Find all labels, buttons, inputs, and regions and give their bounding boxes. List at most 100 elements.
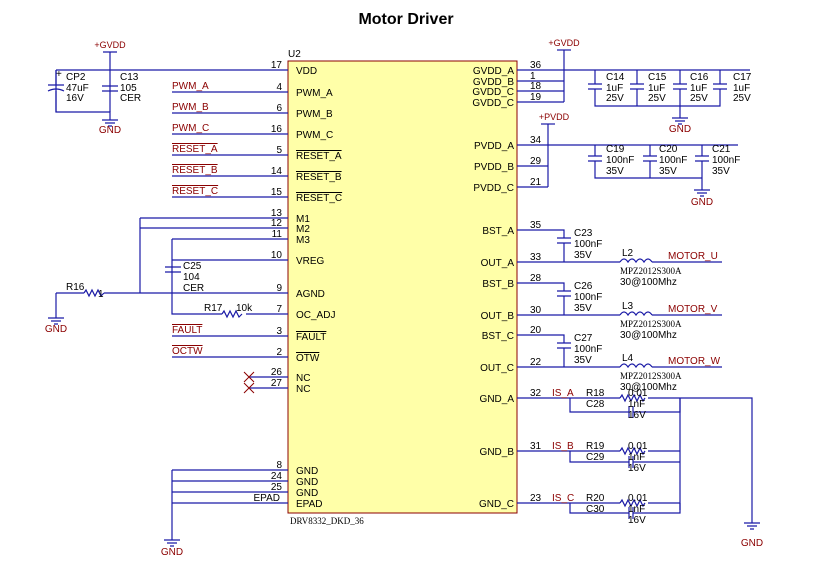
svg-text:MPZ2012S300A: MPZ2012S300A bbox=[620, 371, 682, 381]
capacitor-c16: C16 1uF 25V bbox=[690, 72, 709, 104]
capacitor-c20: C20 100nF 35V bbox=[659, 144, 687, 177]
svg-text:16V: 16V bbox=[628, 463, 646, 474]
no-connect-markers bbox=[243, 371, 288, 394]
pin-number: 10 bbox=[271, 250, 283, 261]
pin-number: 32 bbox=[530, 388, 542, 399]
svg-text:100nF: 100nF bbox=[574, 292, 602, 303]
capacitor-cp2: + CP2 47uF 16V bbox=[47, 69, 89, 112]
svg-text:L2: L2 bbox=[622, 248, 634, 259]
pin-number: 7 bbox=[276, 304, 282, 315]
pin-number: 18 bbox=[530, 81, 542, 92]
svg-text:1nF: 1nF bbox=[628, 504, 645, 515]
pin-number: EPAD bbox=[254, 493, 281, 504]
svg-text:100nF: 100nF bbox=[574, 239, 602, 250]
svg-text:1uF: 1uF bbox=[648, 83, 665, 94]
svg-text:R18: R18 bbox=[586, 388, 605, 399]
oc-adj-wiring: R17 10k bbox=[171, 293, 288, 319]
pin-number: 12 bbox=[271, 218, 283, 229]
pin-name: GND bbox=[296, 466, 318, 477]
pin-name: M1 bbox=[296, 214, 310, 225]
svg-text:100nF: 100nF bbox=[659, 155, 687, 166]
svg-text:16V: 16V bbox=[66, 93, 84, 104]
pin-name: GVDD_A bbox=[473, 66, 514, 77]
svg-text:+PVDD: +PVDD bbox=[539, 112, 570, 122]
svg-text:C16: C16 bbox=[690, 72, 709, 83]
svg-text:30@100Mhz: 30@100Mhz bbox=[620, 330, 677, 341]
svg-text:C13: C13 bbox=[120, 72, 139, 83]
gnd-bottom-right: GND bbox=[741, 522, 763, 549]
pin-number: 14 bbox=[271, 166, 283, 177]
svg-text:R16: R16 bbox=[66, 282, 85, 293]
svg-text:104: 104 bbox=[183, 272, 200, 283]
svg-text:1uF: 1uF bbox=[606, 83, 623, 94]
net-reset-c: RESET_C bbox=[172, 186, 288, 198]
pin-name: M2 bbox=[296, 224, 310, 235]
pin-name: GND_C bbox=[479, 499, 514, 510]
pin-name: BST_B bbox=[482, 279, 514, 290]
phase-b-output: C26 100nF 35V L3 MPZ2012S300A 30@100Mhz … bbox=[517, 281, 722, 341]
gvdd-rail-right: +GVDD GND bbox=[517, 38, 750, 135]
svg-text:25V: 25V bbox=[648, 93, 666, 104]
pin-number: 21 bbox=[530, 177, 542, 188]
pin-number: 13 bbox=[271, 208, 283, 219]
svg-text:IS_C: IS_C bbox=[552, 493, 574, 504]
pin-number: 29 bbox=[530, 156, 542, 167]
pin-name: FAULT bbox=[296, 332, 326, 343]
pin-number: 3 bbox=[276, 326, 282, 337]
svg-text:GND: GND bbox=[691, 197, 713, 208]
pin-name: PWM_C bbox=[296, 130, 333, 141]
pin-number: 35 bbox=[530, 220, 542, 231]
svg-text:25V: 25V bbox=[690, 93, 708, 104]
pin-number: 27 bbox=[271, 378, 283, 389]
svg-text:L3: L3 bbox=[622, 301, 634, 312]
pin-name: EPAD bbox=[296, 499, 323, 510]
svg-text:GND: GND bbox=[99, 125, 121, 136]
svg-text:C19: C19 bbox=[606, 144, 625, 155]
svg-text:35V: 35V bbox=[574, 355, 592, 366]
svg-text:RESET_B: RESET_B bbox=[172, 165, 218, 176]
pin-name: OTW bbox=[296, 353, 320, 364]
svg-text:30@100Mhz: 30@100Mhz bbox=[620, 382, 677, 393]
capacitor-c15: C15 1uF 25V bbox=[648, 72, 667, 104]
pin-number: 6 bbox=[276, 103, 282, 114]
svg-text:25V: 25V bbox=[733, 93, 751, 104]
pin-name: OUT_C bbox=[480, 363, 514, 374]
pin-name: GND bbox=[296, 488, 318, 499]
current-sense-c: IS_C R20 0.01 C30 1nF 16V bbox=[517, 493, 681, 526]
svg-text:C26: C26 bbox=[574, 281, 593, 292]
gvdd-power-port-left: +GVDD bbox=[94, 40, 126, 60]
svg-text:C14: C14 bbox=[606, 72, 625, 83]
svg-text:10k: 10k bbox=[236, 303, 253, 314]
svg-text:CER: CER bbox=[120, 93, 141, 104]
svg-text:47uF: 47uF bbox=[66, 83, 89, 94]
current-sense-a: IS_A R18 0.01 C28 1nF 16V bbox=[517, 388, 753, 523]
svg-text:GND: GND bbox=[45, 324, 67, 335]
svg-text:R20: R20 bbox=[586, 493, 605, 504]
ic-body bbox=[287, 60, 518, 514]
svg-text:PWM_B: PWM_B bbox=[172, 102, 209, 113]
svg-text:35V: 35V bbox=[659, 166, 677, 177]
pin-name: VDD bbox=[296, 66, 317, 77]
pin-number: 24 bbox=[271, 471, 283, 482]
